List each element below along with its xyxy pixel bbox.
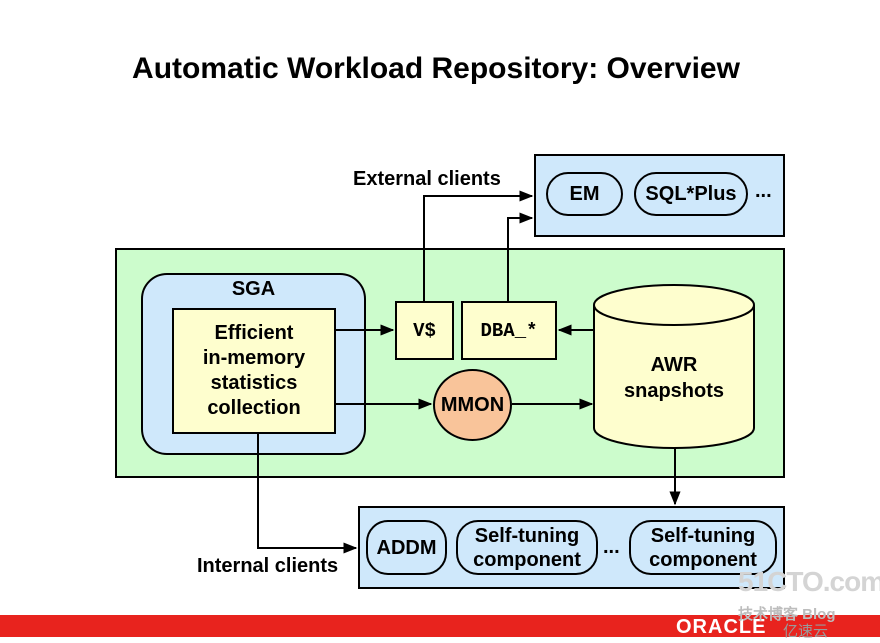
em-client: EM (546, 172, 623, 216)
dba-views-box: DBA_* (461, 301, 557, 360)
mmon-process: MMON (433, 369, 512, 441)
footer-bar (0, 615, 880, 637)
internal-more-ellipsis: ... (603, 536, 620, 558)
awr-line-2: snapshots (623, 380, 725, 402)
sga-label: SGA (231, 278, 276, 300)
self-tuning-1-line-1: Self-tuning (474, 524, 580, 547)
self-tuning-component-1: Self-tuning component (456, 520, 598, 575)
awr-line-1: AWR (650, 354, 698, 376)
self-tuning-2-line-2: component (649, 548, 757, 571)
awr-snapshots-label: AWR snapshots (594, 352, 754, 404)
in-memory-statistics-box: Efficient in-memory statistics collectio… (172, 308, 336, 434)
collection-line-2: in-memory (202, 347, 306, 369)
collection-line-4: collection (207, 397, 301, 419)
sqlplus-client: SQL*Plus (634, 172, 748, 216)
page-title: Automatic Workload Repository: Overview (132, 52, 740, 85)
addm-client: ADDM (366, 520, 447, 575)
external-more-ellipsis: ... (755, 180, 772, 202)
watermark-yisu: 亿速云 (783, 623, 829, 640)
self-tuning-component-2: Self-tuning component (629, 520, 777, 575)
oracle-logo: ORACLE (676, 616, 767, 638)
watermark-blog: 技术博客 Blog (738, 606, 836, 623)
external-clients-label: External clients (353, 168, 501, 190)
watermark-site: 51CTO.com (738, 566, 880, 597)
collection-line-3: statistics (210, 372, 298, 394)
self-tuning-1-line-2: component (473, 548, 581, 571)
collection-line-1: Efficient (214, 322, 294, 344)
self-tuning-2-line-1: Self-tuning (650, 524, 756, 547)
internal-clients-label: Internal clients (197, 555, 339, 577)
vdollar-view-box: V$ (395, 301, 454, 360)
